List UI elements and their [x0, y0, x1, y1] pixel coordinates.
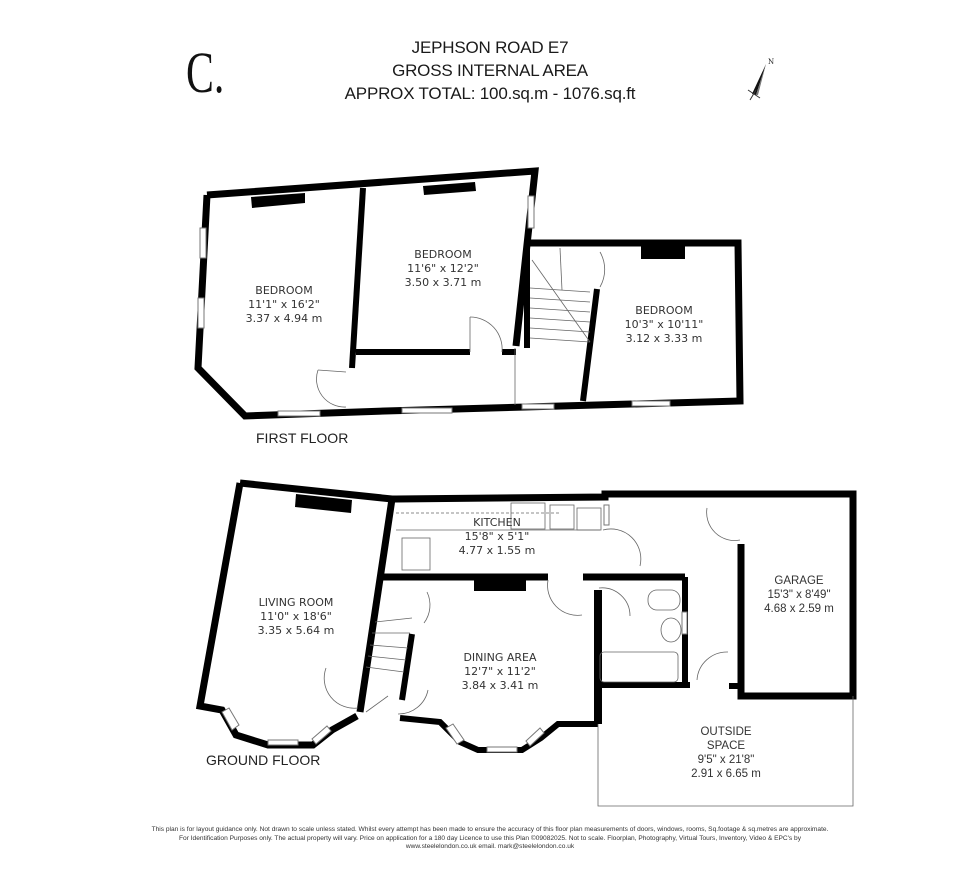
- first-floor-label: FIRST FLOOR: [256, 430, 349, 446]
- room-outside-space: OUTSIDE SPACE 9'5" x 21'8" 2.91 x 6.65 m: [691, 725, 761, 781]
- first-floor-doors-stairs: [316, 247, 606, 408]
- room-size-imperial: 11'0" x 18'6": [260, 610, 332, 623]
- room-size-imperial: 15'3" x 8'49": [767, 589, 831, 601]
- room-size-metric: 3.12 x 3.33 m: [625, 332, 703, 345]
- disclaimer-contact: www.steelelondon.co.uk email. mark@steel…: [405, 843, 575, 850]
- room-name: GARAGE: [774, 575, 824, 587]
- room-bedroom-1: BEDROOM 11'1" x 16'2" 3.37 x 4.94 m: [246, 284, 323, 326]
- plan-header: JEPHSON ROAD E7 GROSS INTERNAL AREA APPR…: [0, 36, 980, 105]
- room-dining-area: DINING AREA 12'7" x 11'2" 3.84 x 3.41 m: [462, 651, 539, 693]
- room-size-metric: 3.37 x 4.94 m: [245, 312, 323, 325]
- svg-text:N: N: [768, 58, 774, 66]
- brand-logo: C.: [186, 40, 225, 105]
- room-name-line2: SPACE: [706, 740, 746, 752]
- first-floor-windows: [197, 195, 671, 417]
- room-garage: GARAGE 15'3" x 8'49" 4.68 x 2.59 m: [764, 574, 834, 616]
- room-name: BEDROOM: [635, 304, 693, 317]
- room-size-metric: 3.50 x 3.71 m: [404, 276, 482, 289]
- area-total: APPROX TOTAL: 100.sq.m - 1076.sq.ft: [344, 84, 636, 103]
- room-bedroom-3: BEDROOM 10'3" x 10'11" 3.12 x 3.33 m: [625, 304, 704, 346]
- disclaimer-line-1: This plan is for layout guidance only. N…: [151, 826, 829, 833]
- room-size-imperial: 15'8" x 5'1": [464, 530, 530, 543]
- room-name: BEDROOM: [255, 284, 313, 297]
- room-size-imperial: 9'5" x 21'8": [697, 754, 755, 766]
- first-floor-chimneys: [251, 182, 685, 259]
- room-name: KITCHEN: [473, 516, 521, 529]
- room-size-metric: 3.35 x 5.64 m: [257, 624, 335, 637]
- room-size-metric: 3.84 x 3.41 m: [461, 679, 539, 692]
- room-name: BEDROOM: [414, 248, 472, 261]
- room-size-imperial: 10'3" x 10'11": [624, 318, 704, 331]
- ground-floor-windows: [221, 504, 688, 753]
- room-kitchen: KITCHEN 15'8" x 5'1" 4.77 x 1.55 m: [459, 516, 536, 558]
- room-name-line1: OUTSIDE: [700, 726, 752, 738]
- ground-floor-fixtures: [323, 502, 854, 807]
- room-size-imperial: 12'7" x 11'2": [464, 665, 536, 678]
- room-size-metric: 4.77 x 1.55 m: [458, 544, 536, 557]
- area-subtitle: GROSS INTERNAL AREA: [392, 61, 588, 80]
- room-name: LIVING ROOM: [258, 596, 334, 609]
- ground-floor-chimneys: [295, 494, 526, 591]
- compass-icon: N: [747, 58, 774, 101]
- property-title: JEPHSON ROAD E7: [411, 38, 569, 57]
- disclaimer: This plan is for layout guidance only. N…: [0, 826, 980, 852]
- room-living-room: LIVING ROOM 11'0" x 18'6" 3.35 x 5.64 m: [258, 596, 335, 638]
- disclaimer-line-2: For Identification Purposes only. The ac…: [179, 834, 801, 842]
- room-bedroom-2: BEDROOM 11'6" x 12'2" 3.50 x 3.71 m: [405, 248, 482, 290]
- ground-floor-label: GROUND FLOOR: [206, 752, 321, 768]
- room-size-imperial: 11'1" x 16'2": [248, 298, 320, 311]
- room-name: DINING AREA: [463, 651, 537, 664]
- room-size-imperial: 11'6" x 12'2": [407, 262, 479, 275]
- room-size-metric: 4.68 x 2.59 m: [764, 603, 834, 615]
- first-floor-walls: [194, 167, 744, 420]
- room-size-metric: 2.91 x 6.65 m: [691, 768, 761, 780]
